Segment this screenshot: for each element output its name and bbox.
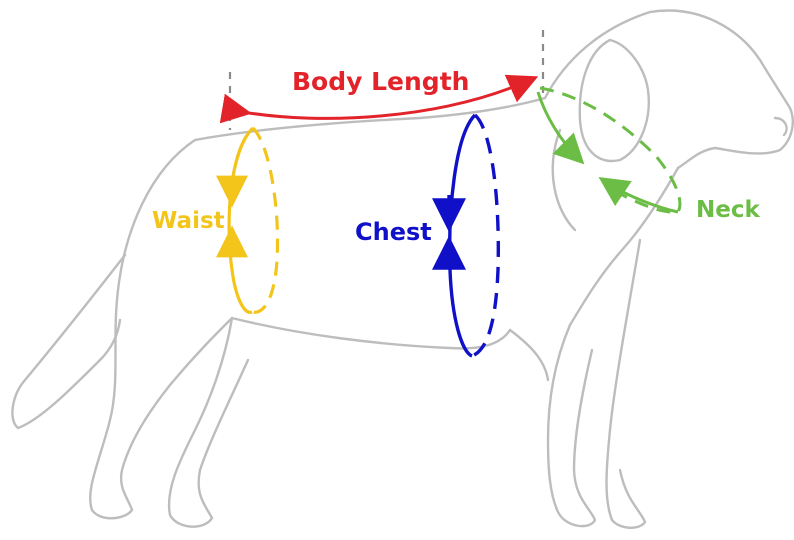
dog-elbow	[510, 330, 548, 380]
dog-shoulder	[553, 130, 575, 230]
dog-front-far-leg	[607, 240, 646, 528]
dog-belly	[232, 318, 510, 348]
chest-label: Chest	[355, 218, 432, 246]
waist-label: Waist	[152, 208, 225, 234]
dog-tail	[12, 255, 125, 428]
body-length-label: Body Length	[292, 67, 469, 96]
dog-nose	[775, 118, 787, 135]
chest-loop	[449, 115, 498, 356]
neck-loop	[538, 88, 680, 212]
neck-label: Neck	[696, 197, 760, 223]
dog-rear-leg	[90, 140, 232, 518]
dog-front-near-leg	[548, 325, 595, 526]
dog-ear	[580, 40, 649, 161]
dog-rear-near-leg	[169, 318, 248, 527]
waist-loop	[229, 128, 277, 312]
